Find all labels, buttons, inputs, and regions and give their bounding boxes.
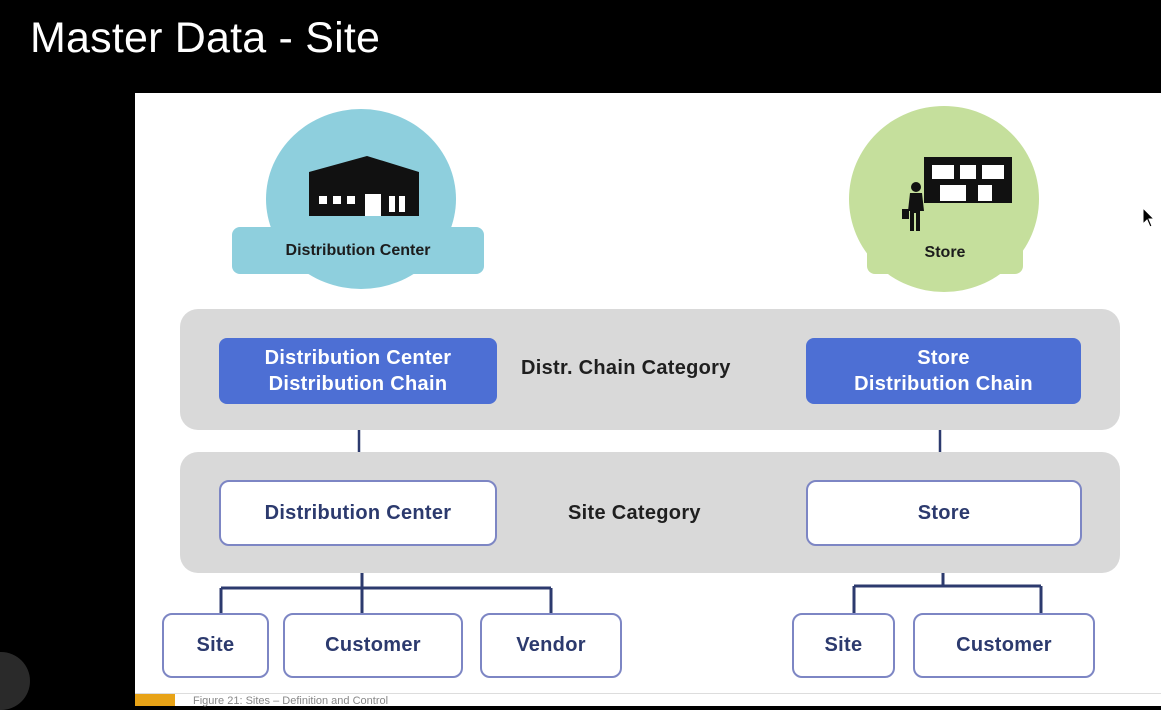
site-category-distribution-center-box: Distribution Center <box>219 480 497 546</box>
left-black-strip <box>0 92 135 705</box>
site-category-store-label: Store <box>917 501 971 524</box>
figure-caption: Figure 21: Sites – Definition and Contro… <box>193 695 389 707</box>
caption-strip: Figure 21: Sites – Definition and Contro… <box>135 693 1161 707</box>
store-label-pill: Store <box>867 232 1023 274</box>
dc-child-vendor-label: Vendor <box>516 634 586 656</box>
warehouse-icon <box>309 156 419 216</box>
dc-child-customer-label: Customer <box>325 634 421 656</box>
store-top-label: Store <box>924 244 966 261</box>
site-category-store-box: Store <box>806 480 1082 546</box>
store-child-customer-label: Customer <box>956 634 1052 656</box>
store-chain-line2: Distribution Chain <box>854 373 1033 395</box>
dc-distribution-chain-box: Distribution Center Distribution Chain <box>219 338 497 404</box>
slide-canvas: Distribution Center Store Distribution C… <box>135 93 1161 693</box>
store-chain-line1: Store <box>917 347 970 369</box>
mouse-cursor-icon <box>1142 207 1156 228</box>
title-bar: Master Data - Site <box>0 0 1161 92</box>
dc-child-customer-box: Customer <box>283 613 463 678</box>
store-child-customer-box: Customer <box>913 613 1095 678</box>
dc-child-vendor-box: Vendor <box>480 613 622 678</box>
dc-child-site-label: Site <box>196 634 235 656</box>
store-child-site-box: Site <box>792 613 895 678</box>
distribution-center-label-pill: Distribution Center <box>232 227 484 274</box>
site-category-label: Site Category <box>568 502 701 524</box>
distribution-center-top-label: Distribution Center <box>285 241 431 259</box>
dc-chain-line2: Distribution Chain <box>268 373 448 395</box>
store-child-site-label: Site <box>824 634 863 656</box>
dc-chain-line1: Distribution Center <box>264 347 452 369</box>
page-title: Master Data - Site <box>30 14 381 62</box>
storefront-icon <box>902 157 1012 231</box>
distr-chain-category-label: Distr. Chain Category <box>521 357 731 379</box>
caption-accent-bar <box>135 694 175 706</box>
dc-child-site-box: Site <box>162 613 269 678</box>
site-category-dc-label: Distribution Center <box>264 501 452 524</box>
store-distribution-chain-box: Store Distribution Chain <box>806 338 1081 404</box>
